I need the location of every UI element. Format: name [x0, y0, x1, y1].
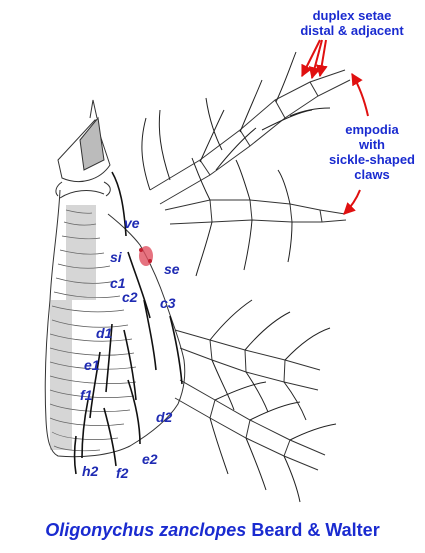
seta-label-e2: e2 [142, 451, 158, 467]
empodia-arrows [343, 72, 369, 215]
body-outline [44, 189, 186, 458]
dorsal-granulation [50, 205, 96, 450]
duplex-label-2: distal & adjacent [300, 23, 404, 38]
seta-label-c2: c2 [122, 289, 138, 305]
seta-label-d1: d1 [96, 325, 113, 341]
gnathosoma [55, 99, 111, 199]
empodia-label-3: sickle-shaped [329, 152, 415, 167]
duplex-label-1: duplex setae [312, 8, 392, 23]
empodia-label-1: empodia [345, 122, 399, 137]
duplex-setae-callout: duplex setae distal & adjacent [282, 8, 422, 38]
seta-label-f1: f1 [80, 387, 93, 403]
seta-label-se: se [164, 261, 180, 277]
empodia-label-2: with [359, 137, 385, 152]
leg-II [164, 199, 347, 225]
seta-label-c3: c3 [160, 295, 176, 311]
leg-setae [141, 51, 337, 503]
seta-label-e1: e1 [84, 357, 100, 373]
leg-IV [174, 379, 326, 471]
duplex-arrows [301, 39, 328, 80]
figure-caption: Oligonychus zanclopes Beard & Walter [0, 519, 425, 541]
peritreme-marker [139, 246, 153, 266]
seta-label-d2: d2 [156, 409, 173, 425]
caption-species: Oligonychus zanclopes [45, 520, 247, 540]
dorsal-setae [73, 171, 183, 475]
dorsal-striation [49, 209, 137, 452]
leg-III [174, 329, 321, 391]
seta-label-ve: ve [124, 215, 140, 231]
seta-label-c1: c1 [110, 275, 126, 291]
seta-label-h2: h2 [82, 463, 99, 479]
seta-label-f2: f2 [116, 465, 129, 481]
caption-authors: Beard & Walter [246, 520, 380, 540]
empodia-callout: empodia with sickle-shaped claws [322, 122, 422, 182]
leg-I [149, 69, 351, 205]
seta-label-si: si [110, 249, 122, 265]
empodia-label-4: claws [354, 167, 390, 182]
